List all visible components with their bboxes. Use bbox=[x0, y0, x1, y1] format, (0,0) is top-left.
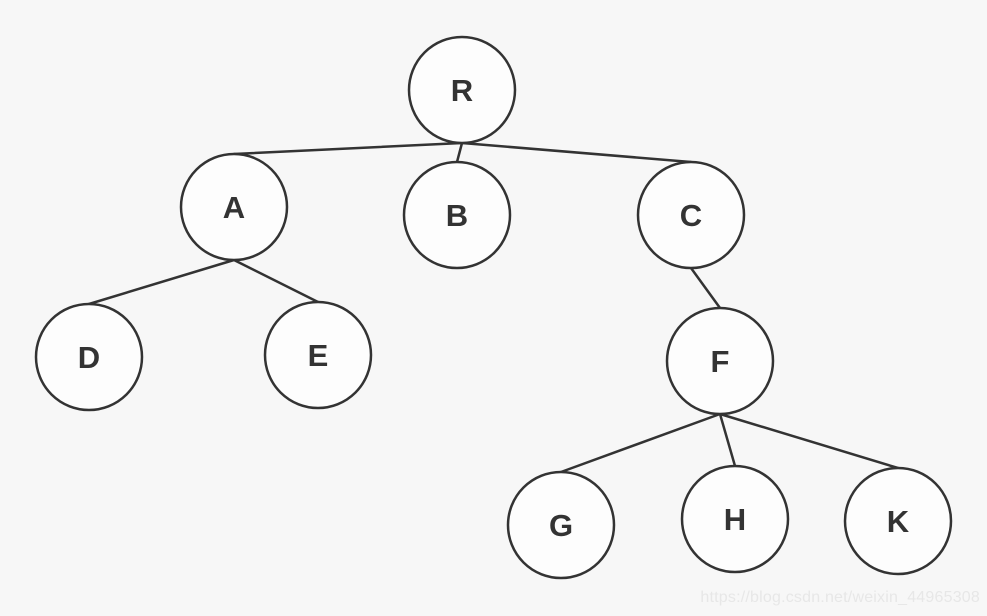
edge-F-H bbox=[718, 412, 737, 468]
node-circle-K bbox=[843, 466, 953, 576]
node-label-A: A bbox=[223, 190, 245, 225]
node-label-H: H bbox=[724, 502, 746, 537]
node-label-B: B bbox=[446, 198, 468, 233]
tree-node-F: F bbox=[665, 306, 775, 416]
node-label-C: C bbox=[680, 198, 702, 233]
edge-F-G bbox=[559, 412, 722, 474]
node-label-G: G bbox=[549, 508, 573, 543]
node-circle-B bbox=[402, 160, 512, 270]
edge-A-D bbox=[87, 258, 236, 306]
tree-node-D: D bbox=[34, 302, 144, 412]
edge-A-E bbox=[232, 258, 320, 304]
watermark-text: https://blog.csdn.net/weixin_44965308 bbox=[700, 589, 980, 606]
node-circle-E bbox=[263, 300, 373, 410]
edge-R-B bbox=[455, 141, 464, 164]
tree-node-A: A bbox=[179, 152, 289, 262]
tree-node-E: E bbox=[263, 300, 373, 410]
node-label-F: F bbox=[711, 344, 730, 379]
node-label-R: R bbox=[451, 73, 473, 108]
tree-node-C: C bbox=[636, 160, 746, 270]
tree-node-R: R bbox=[407, 35, 517, 145]
node-label-D: D bbox=[78, 340, 100, 375]
edge-R-C bbox=[460, 141, 693, 164]
edge-F-K bbox=[718, 412, 900, 470]
edge-R-A bbox=[232, 141, 464, 156]
tree-node-K: K bbox=[843, 466, 953, 576]
node-label-E: E bbox=[308, 338, 329, 373]
tree-node-B: B bbox=[402, 160, 512, 270]
node-circle-C bbox=[636, 160, 746, 270]
tree-node-H: H bbox=[680, 464, 790, 574]
node-circle-F bbox=[665, 306, 775, 416]
node-circle-H bbox=[680, 464, 790, 574]
node-circle-G bbox=[506, 470, 616, 580]
edge-C-F bbox=[689, 266, 722, 310]
node-circle-R bbox=[407, 35, 517, 145]
node-label-K: K bbox=[887, 504, 910, 539]
tree-node-G: G bbox=[506, 470, 616, 580]
node-circle-D bbox=[34, 302, 144, 412]
node-circle-A bbox=[179, 152, 289, 262]
